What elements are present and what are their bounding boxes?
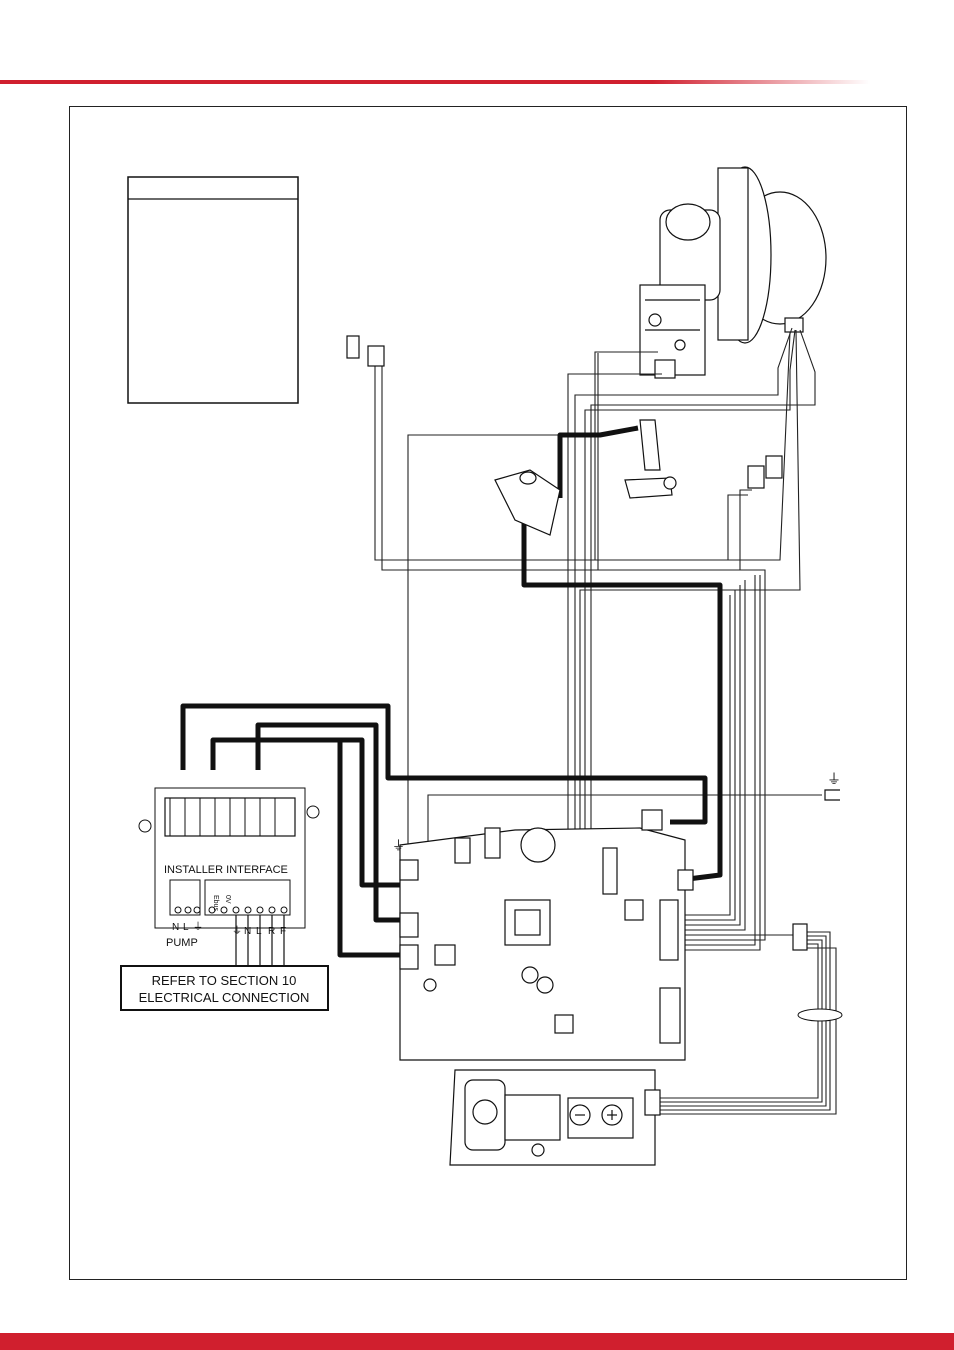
svg-text:R: R (268, 926, 275, 937)
sensor-connector-right (748, 456, 782, 488)
ignition-unit (495, 470, 560, 535)
display-panel (450, 1070, 660, 1165)
note-line-2: ELECTRICAL CONNECTION (139, 990, 310, 1005)
installer-interface-title: INSTALLER INTERFACE (164, 864, 288, 876)
display-connector (793, 924, 807, 950)
electrode-assembly (625, 420, 676, 498)
svg-text:N: N (244, 926, 251, 937)
svg-text:L: L (256, 926, 262, 937)
svg-text:F: F (280, 926, 286, 937)
earth-symbol-board: ⏚ (392, 838, 405, 853)
note-line-1: REFER TO SECTION 10 (152, 973, 297, 988)
main-pcb (400, 810, 693, 1060)
earth-terminal (825, 790, 840, 800)
svg-text:L: L (183, 922, 189, 933)
ov-label: 0V (224, 895, 231, 904)
fan-assembly (640, 167, 826, 378)
svg-text:N: N (172, 922, 179, 933)
pump-terminal-labels: N L ⏚ (172, 921, 203, 933)
pump-label: PUMP (166, 937, 198, 949)
ferrite-ring (798, 1009, 842, 1021)
ebus-label: Ebus (212, 895, 219, 911)
key-box (128, 177, 298, 403)
svg-text:⏚: ⏚ (193, 921, 203, 933)
earth-symbol-right: ⏚ (827, 771, 841, 787)
sensor-connector-left (347, 336, 384, 366)
svg-text:⏚: ⏚ (232, 925, 242, 937)
